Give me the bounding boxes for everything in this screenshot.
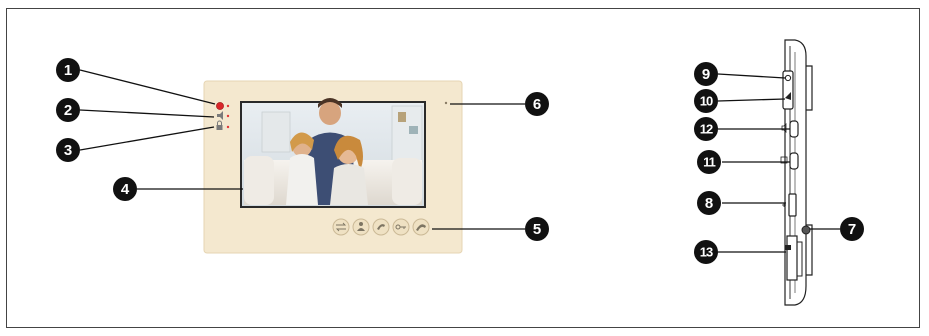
leader-3 [80,127,214,150]
callout-2-label: 2 [64,102,72,119]
callout-3: 3 [56,138,80,162]
leader-1 [80,70,215,104]
callout-10: 10 [694,89,718,113]
callout-9: 9 [694,62,718,86]
callout-1: 1 [56,58,80,82]
callout-13: 13 [694,240,718,264]
callout-10-label: 10 [700,94,713,109]
callout-1-label: 1 [64,62,72,79]
callout-7-label: 7 [848,221,856,238]
side-connector-7 [802,226,810,234]
leader-9 [718,74,785,78]
volume-slider[interactable] [783,71,793,109]
callout-5-label: 5 [533,221,541,238]
monitor-user-button[interactable] [353,219,369,235]
switch-button[interactable] [333,219,349,235]
callout-11: 11 [697,150,721,174]
callout-11-label: 11 [703,155,716,170]
callout-12: 12 [694,117,718,141]
hangup-button[interactable] [413,219,429,235]
monitor-front [204,81,462,253]
side-bracket [806,66,812,275]
callout-6: 6 [525,92,549,116]
callout-8: 8 [697,191,721,215]
leader-10 [718,99,785,101]
callout-5: 5 [525,217,549,241]
sd-card-slot[interactable] [782,194,796,216]
talk-button[interactable] [373,219,389,235]
callout-12-label: 12 [700,122,713,137]
callout-4: 4 [113,177,137,201]
side-key-11[interactable] [781,153,798,169]
callout-9-label: 9 [702,66,710,83]
callout-4-label: 4 [121,181,130,198]
callout-7: 7 [840,217,864,241]
monitor-side [781,40,812,305]
callout-6-label: 6 [533,96,541,113]
unlock-button[interactable] [393,219,409,235]
callout-2: 2 [56,98,80,122]
callout-8-label: 8 [705,195,713,212]
screen [240,98,426,208]
light-sensor [445,102,447,104]
callout-13-label: 13 [700,245,713,260]
callout-3-label: 3 [64,142,72,159]
leader-2 [80,110,214,117]
